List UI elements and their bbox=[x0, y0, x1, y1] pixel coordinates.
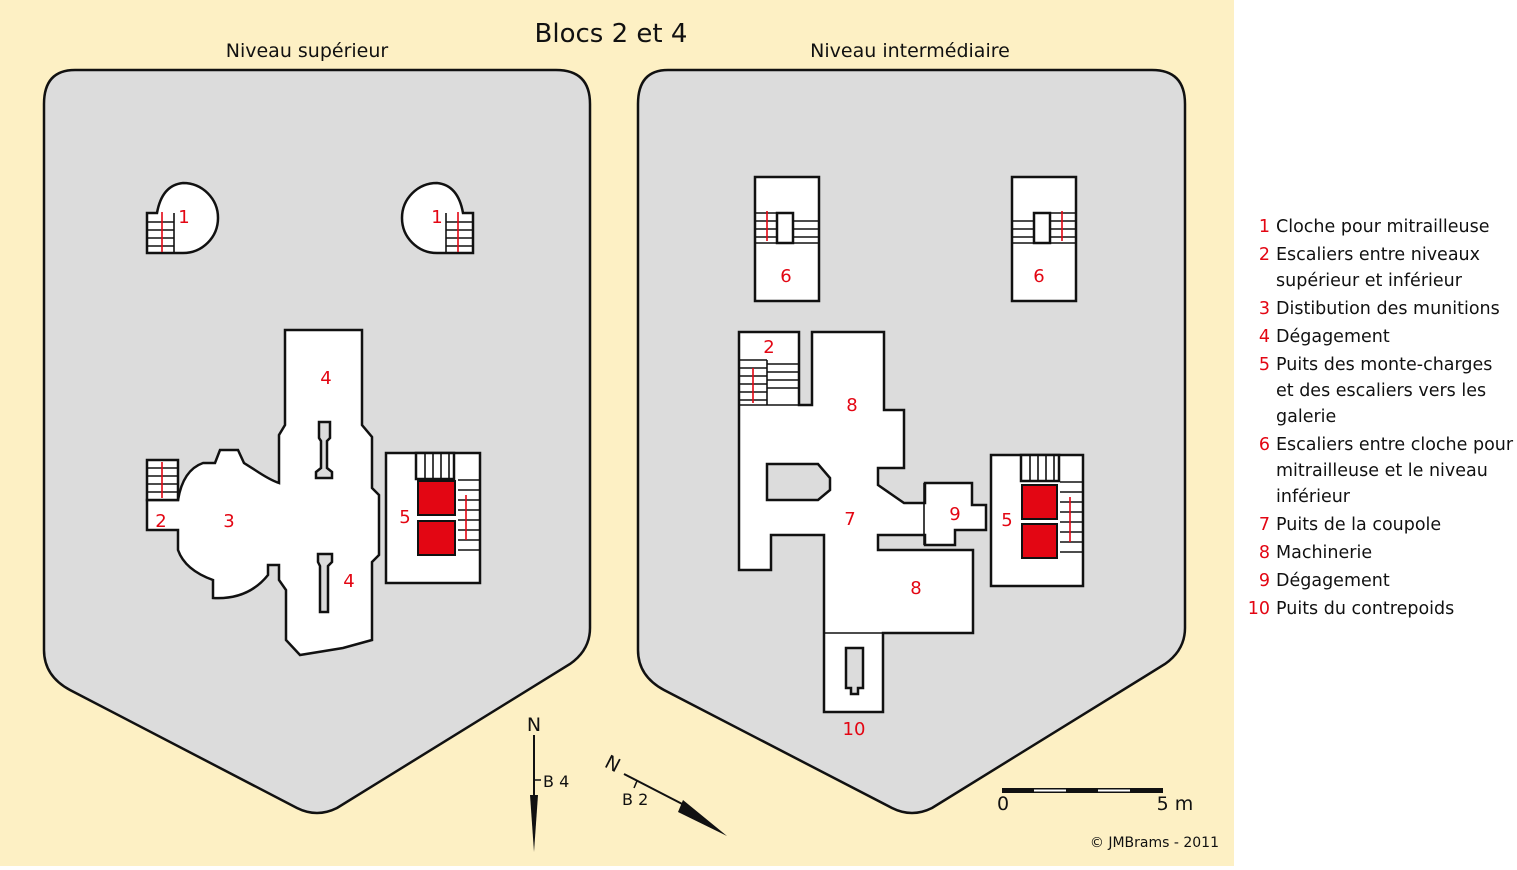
middle-main-room bbox=[737, 330, 988, 714]
scale-start: 0 bbox=[997, 793, 1009, 815]
upper-level-title: Niveau supérieur bbox=[226, 40, 389, 62]
legend-text: Distibution des munitions bbox=[1276, 299, 1500, 319]
middle-level-title: Niveau intermédiaire bbox=[810, 40, 1010, 62]
legend-text: Cloche pour mitrailleuse bbox=[1276, 217, 1490, 237]
legend-number: 1 bbox=[1258, 217, 1270, 237]
room-number-5-upper: 5 bbox=[399, 507, 410, 528]
room-number-8-south: 8 bbox=[910, 578, 921, 599]
legend-item: 2 Escaliers entre niveaux supérieur et in… bbox=[1236, 242, 1514, 294]
legend-text: Escaliers entre cloche pour mitrailleuse… bbox=[1276, 435, 1514, 507]
scale-end: 5 m bbox=[1157, 793, 1194, 815]
legend-number: 9 bbox=[1258, 571, 1270, 591]
diagram-title: Blocs 2 et 4 bbox=[535, 19, 688, 49]
legend-item: 10 Puits du contrepoids bbox=[1236, 596, 1514, 622]
room-number-2-middle: 2 bbox=[763, 337, 774, 358]
legend-item: 1 Cloche pour mitrailleuse bbox=[1236, 214, 1514, 240]
legend-text: Dégagement bbox=[1276, 327, 1390, 347]
room-number-8-north: 8 bbox=[846, 395, 857, 416]
legend-item: 9 Dégagement bbox=[1236, 568, 1514, 594]
legend-text: Escaliers entre niveaux supérieur et inf… bbox=[1276, 245, 1480, 291]
pillar-north bbox=[314, 420, 334, 480]
room-number-5-middle: 5 bbox=[1001, 510, 1012, 531]
plan-area: Blocs 2 et 4 Niveau supérieur 1 bbox=[0, 0, 1234, 866]
shaft-5-upper: 5 bbox=[384, 451, 482, 585]
legend-item: 6 Escaliers entre cloche pour mitrailleus… bbox=[1236, 432, 1514, 510]
block-4-label: B 4 bbox=[543, 772, 569, 791]
legend-number: 2 bbox=[1258, 245, 1270, 265]
stair-6-left: 6 bbox=[753, 175, 821, 303]
legend-item: 8 Machinerie bbox=[1236, 540, 1514, 566]
legend-number: 7 bbox=[1258, 515, 1270, 535]
room-number-9: 9 bbox=[949, 504, 960, 525]
stair-2-middle: 2 bbox=[739, 337, 812, 406]
turret-left: 1 bbox=[145, 181, 220, 255]
block-2-label: B 2 bbox=[622, 790, 648, 809]
room-number-7: 7 bbox=[844, 509, 855, 530]
legend-number: 10 bbox=[1247, 599, 1270, 619]
shaft-5-middle: 5 bbox=[989, 453, 1085, 588]
legend-text: Machinerie bbox=[1276, 543, 1373, 563]
legend-number: 5 bbox=[1258, 355, 1270, 375]
room-number-2-upper: 2 bbox=[155, 511, 166, 532]
room-number-4-south: 4 bbox=[343, 571, 354, 592]
legend-text: Dégagement bbox=[1276, 571, 1390, 591]
room-number-6-left: 6 bbox=[780, 266, 791, 287]
room-number-4-north: 4 bbox=[320, 368, 331, 389]
legend-item: 5 Puits des monte-charges et des escalier… bbox=[1236, 352, 1514, 430]
copyright: © JMBrams - 2011 bbox=[1090, 835, 1219, 851]
room-number-1-right: 1 bbox=[431, 207, 442, 228]
legend-number: 4 bbox=[1258, 327, 1270, 347]
turret-right: 1 bbox=[400, 181, 475, 255]
legend-text: Puits des monte-charges et des escaliers… bbox=[1276, 355, 1493, 427]
room-number-6-right: 6 bbox=[1033, 266, 1044, 287]
room-number-1-left: 1 bbox=[178, 207, 189, 228]
legend-text: Puits de la coupole bbox=[1276, 515, 1442, 535]
stair-2-upper bbox=[145, 458, 180, 502]
legend-number: 8 bbox=[1258, 543, 1270, 563]
floor-plan-drawing: Blocs 2 et 4 Niveau supérieur 1 bbox=[42, 19, 1219, 852]
legend-item: 7 Puits de la coupole bbox=[1236, 512, 1514, 538]
legend-item: 4 Dégagement bbox=[1236, 324, 1514, 350]
pillar-south bbox=[316, 552, 334, 614]
legend-item: 3 Distibution des munitions bbox=[1236, 296, 1514, 322]
north-label: N bbox=[527, 714, 541, 736]
compass-diagonal: N B 2 bbox=[601, 751, 727, 836]
compass-vertical: N B 4 bbox=[527, 714, 569, 852]
legend-number: 6 bbox=[1258, 435, 1270, 455]
legend-text: Puits du contrepoids bbox=[1276, 599, 1455, 619]
stair-6-right: 6 bbox=[1010, 175, 1078, 303]
scale-bar: 0 5 m bbox=[997, 788, 1193, 815]
legend-number: 3 bbox=[1258, 299, 1270, 319]
middle-pillar bbox=[765, 462, 832, 502]
rotated-north-label: N bbox=[601, 751, 624, 777]
room-number-10: 10 bbox=[843, 719, 866, 740]
room-number-3: 3 bbox=[223, 511, 234, 532]
middle-level-outline bbox=[636, 68, 1187, 815]
counterweight-block bbox=[844, 646, 865, 696]
